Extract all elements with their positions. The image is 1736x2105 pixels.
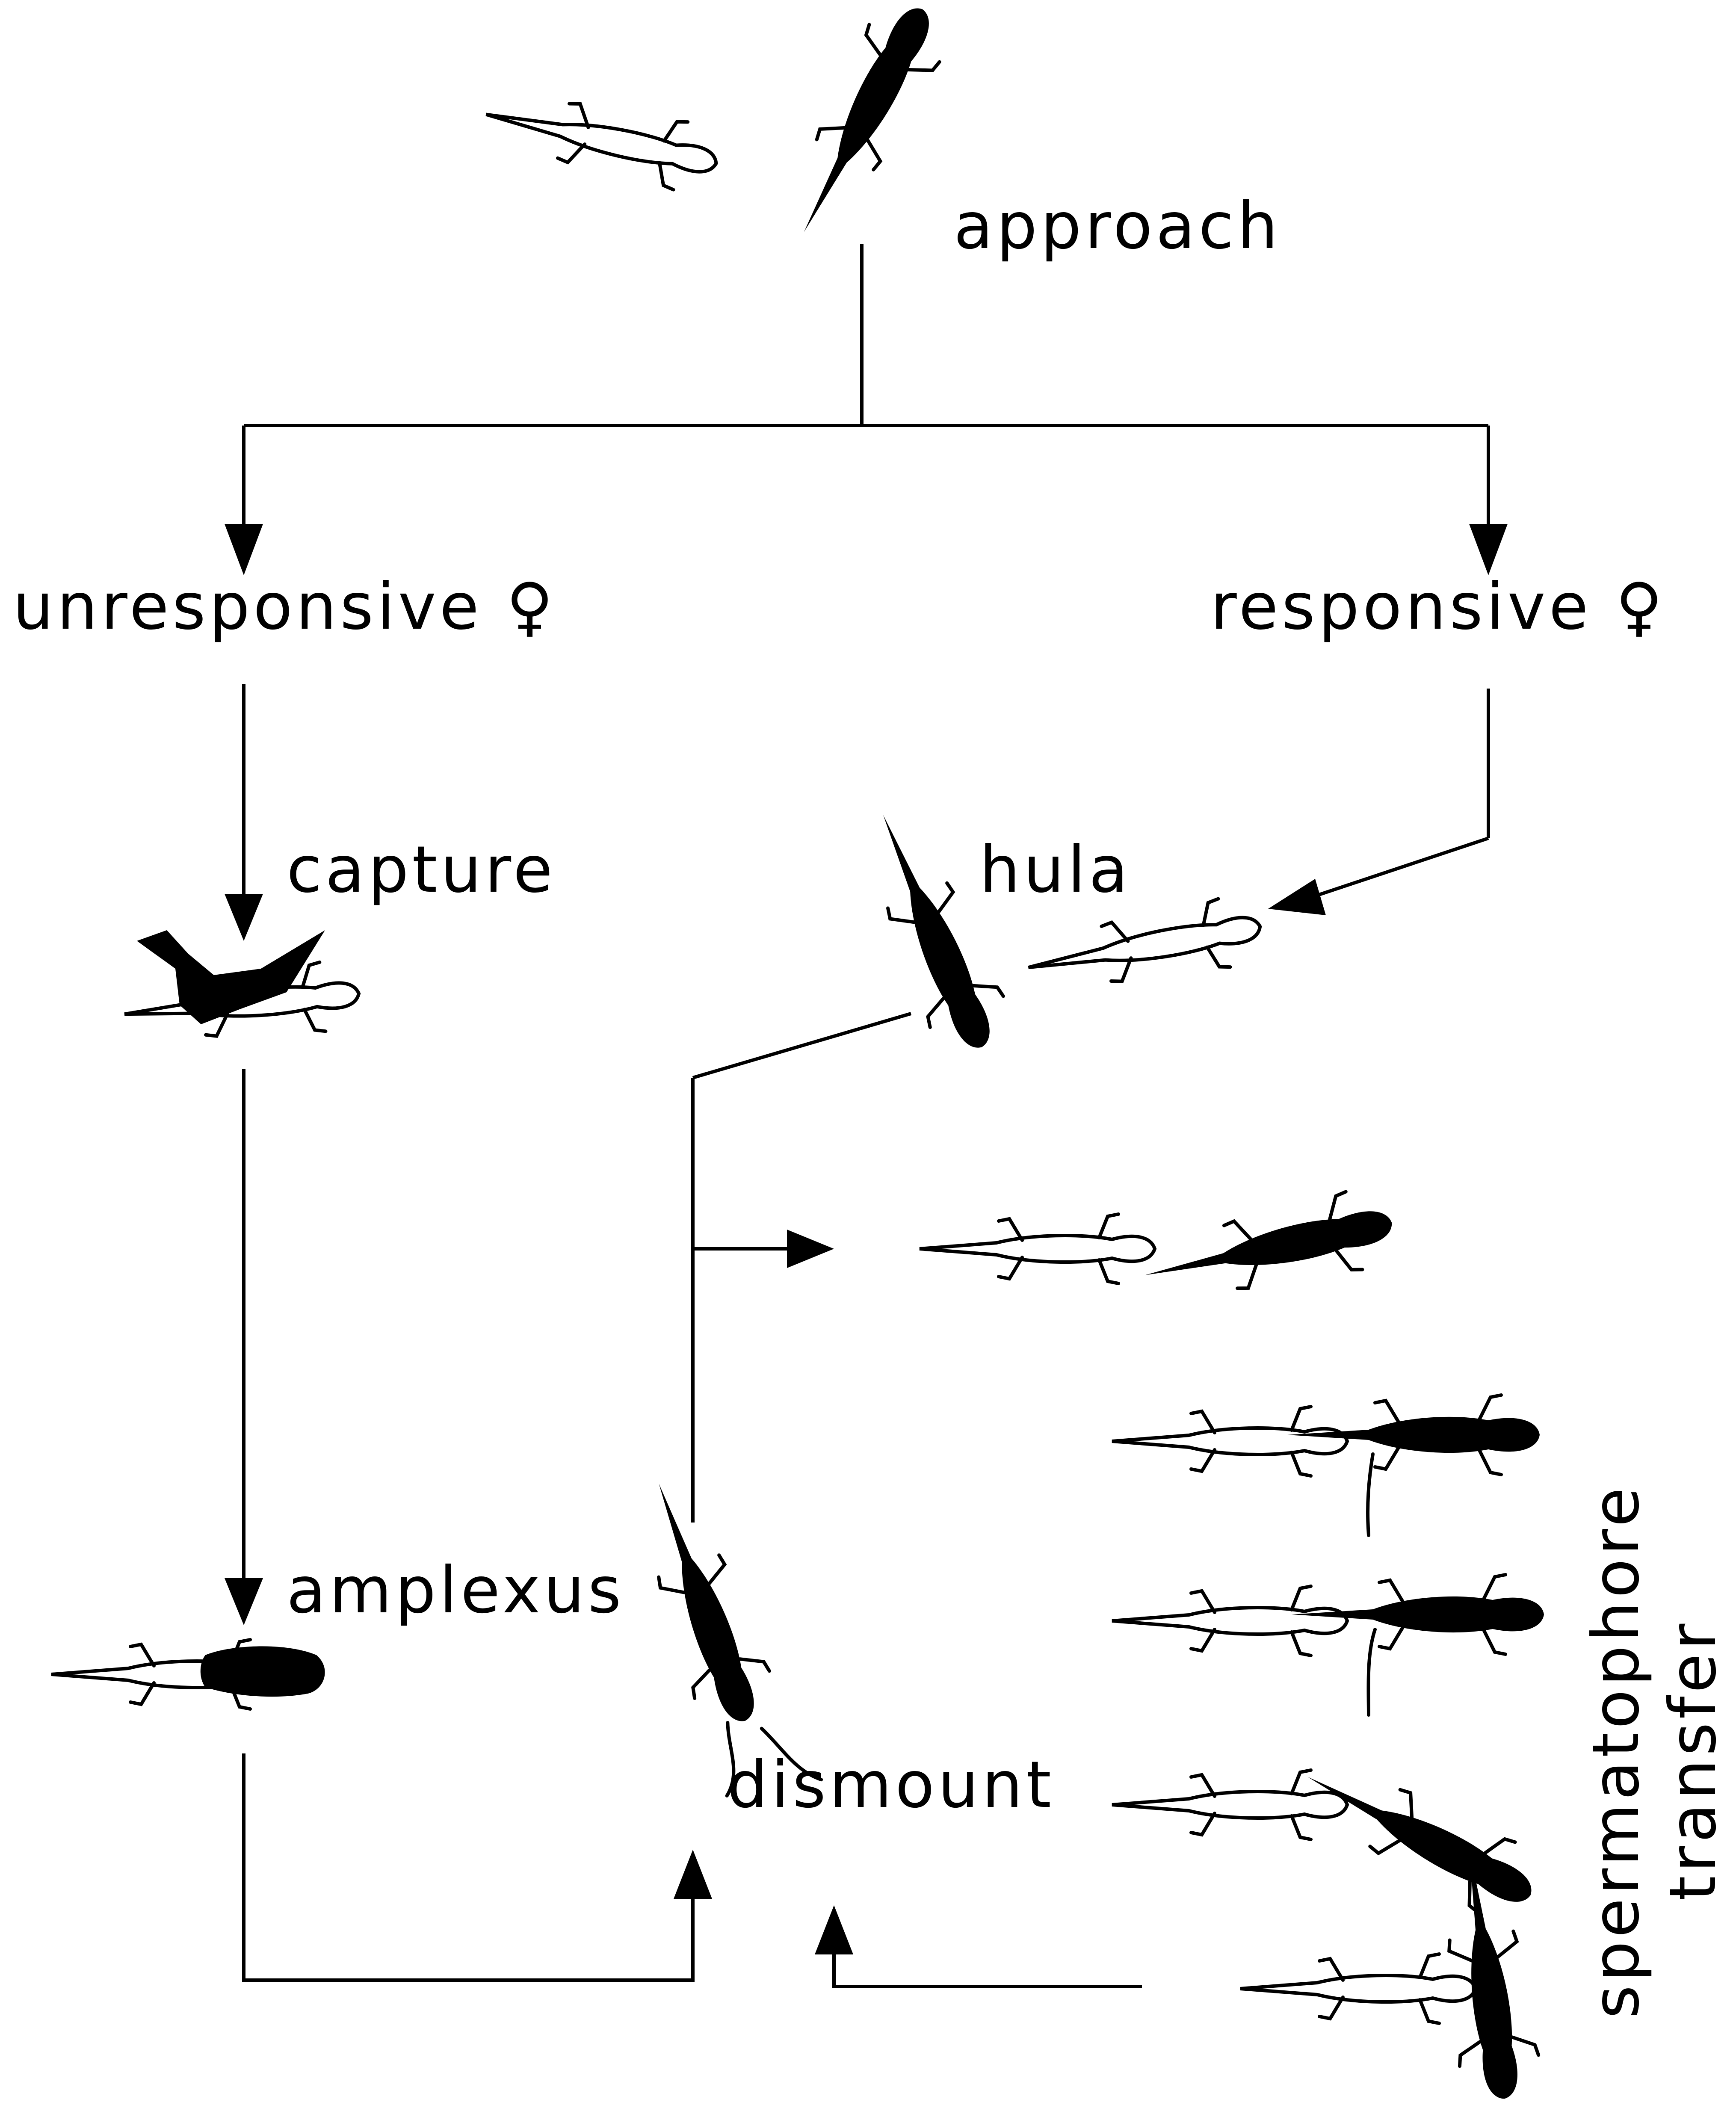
label-dismount: dismount <box>727 1748 1055 1822</box>
label-spermatophore: spermatophore <box>1579 1484 1653 2019</box>
connector-hula-diag <box>692 1012 912 1079</box>
connector-amplexus-down <box>242 1753 695 1982</box>
arrowhead-amplexus <box>225 1578 263 1625</box>
figure-capture <box>121 930 362 1049</box>
figure-transfer-1 <box>920 1184 1400 1314</box>
figure-dismount <box>619 1466 823 1798</box>
label-transfer: transfer <box>1656 1620 1730 1901</box>
figure-amplexus <box>51 1640 325 1709</box>
arrowhead-hula <box>1268 879 1326 915</box>
figure-hula-female <box>1022 893 1266 1002</box>
figure-approach-female <box>479 80 724 197</box>
figure-approach-male <box>769 0 958 251</box>
connector-transfer-return <box>832 1954 1142 1988</box>
figure-transfer-3 <box>1112 1575 1544 1717</box>
arrowhead-responsive <box>1469 524 1508 575</box>
arrowhead-unresponsive <box>225 524 263 575</box>
flow-lines <box>225 244 1508 1988</box>
arrowhead-dismount-right <box>815 1905 853 1954</box>
label-capture: capture <box>287 833 556 907</box>
arrowhead-transfer <box>787 1230 834 1268</box>
figure-transfer-4 <box>1112 1742 1549 1931</box>
arrowhead-dismount-left <box>674 1850 712 1899</box>
figure-transfer-2 <box>1112 1395 1540 1537</box>
arrowhead-capture <box>225 894 263 941</box>
label-hula: hula <box>979 833 1132 907</box>
label-unresponsive: unresponsive ♀ <box>13 570 556 644</box>
label-approach: approach <box>954 189 1281 263</box>
label-responsive: responsive ♀ <box>1210 570 1666 644</box>
label-amplexus: amplexus <box>287 1553 625 1628</box>
connector-responsive-diag <box>1308 837 1489 900</box>
